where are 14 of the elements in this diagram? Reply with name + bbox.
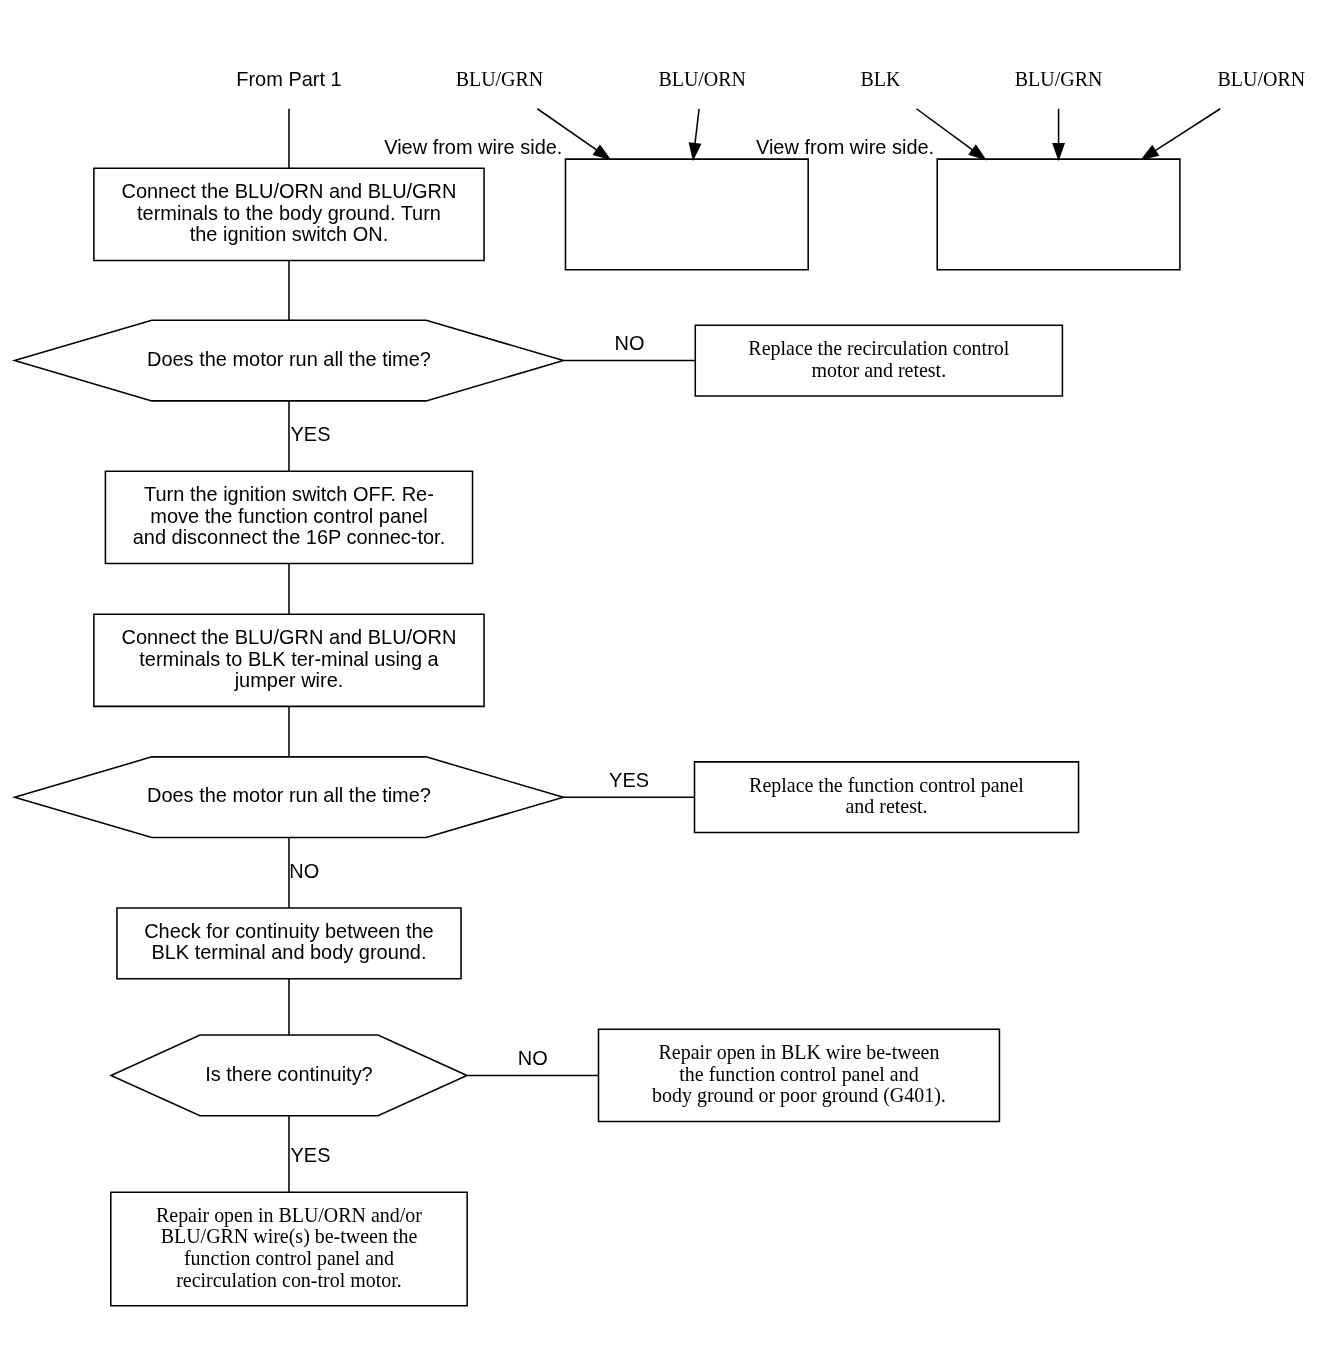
edge-label: YES: [290, 1143, 331, 1166]
node-text: BLU/GRN: [455, 67, 544, 90]
edge-label: NO: [614, 331, 645, 354]
edge-label: NO: [289, 859, 320, 882]
node-text: BLK: [860, 67, 901, 90]
node-text: BLU/GRN: [1014, 67, 1103, 90]
edge-label: YES: [609, 768, 650, 791]
node-text: From Part 1: [236, 67, 342, 90]
node-label: View from wire side.: [755, 135, 935, 158]
node-label: View from wire side.: [384, 135, 563, 158]
edge-label: YES: [290, 422, 331, 445]
edge-label: NO: [517, 1046, 548, 1069]
node-text: BLU/ORN: [1217, 67, 1306, 90]
node-text: BLU/ORN: [658, 67, 746, 90]
